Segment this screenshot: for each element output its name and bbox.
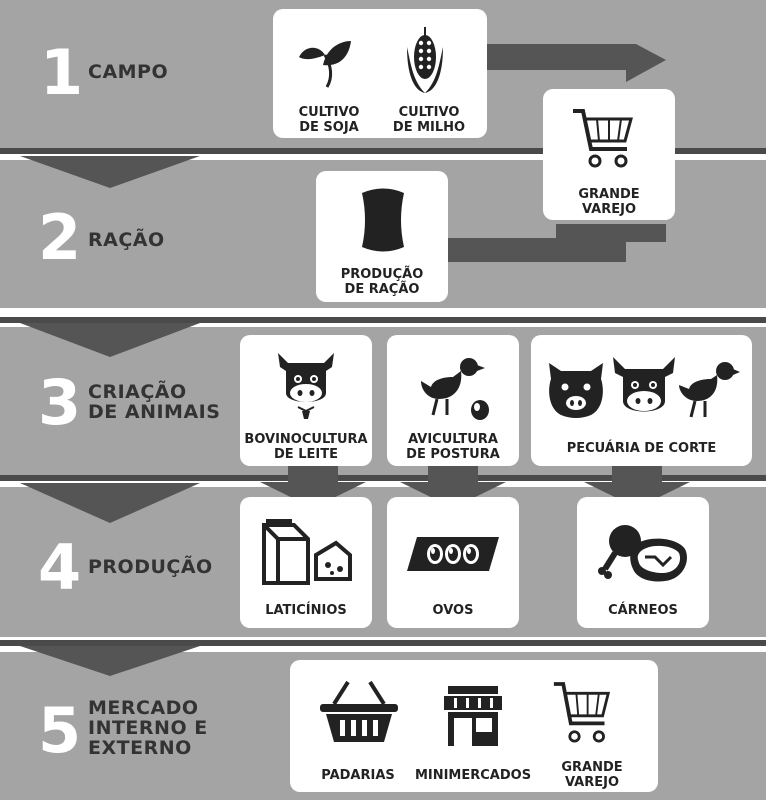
stage-label: CAMPO <box>88 62 168 82</box>
leaf-icon <box>299 41 351 88</box>
stage-label-line: CRIAÇÃO <box>88 381 187 403</box>
stage-label: PRODUÇÃO <box>88 557 213 577</box>
flow-chevron <box>20 156 200 188</box>
flow-chevron <box>20 483 200 523</box>
down-arrow <box>260 464 366 508</box>
egg-icon <box>471 400 489 420</box>
item-caption: LATICÍNIOS <box>244 603 368 618</box>
caption-line: MINIMERCADOS <box>414 768 532 783</box>
flow-chevron <box>20 323 200 357</box>
down-arrow <box>584 464 690 508</box>
caption-line: DE RAÇÃO <box>344 282 420 297</box>
corn-icon <box>407 27 443 93</box>
caption-line: CÁRNEOS <box>608 603 678 618</box>
arrow-to-retail <box>446 224 666 262</box>
stage-number: 3 <box>38 366 82 439</box>
card-ovos: OVOS <box>387 497 519 628</box>
caption-line: PADARIAS <box>321 768 395 783</box>
store-icon <box>444 686 502 746</box>
card-carneos: CÁRNEOS <box>577 497 709 628</box>
egg-tray-icon <box>407 537 499 571</box>
separator <box>0 317 766 323</box>
stage-label-line: DE ANIMAIS <box>88 401 221 423</box>
item-caption: PADARIAS <box>308 768 408 783</box>
stage-number: 2 <box>38 201 82 274</box>
caption-line: AVICULTURA <box>408 432 498 447</box>
caption-line: OVOS <box>432 603 474 618</box>
pig-icon <box>549 363 603 418</box>
item-caption: MINIMERCADOS <box>412 768 534 783</box>
separator <box>0 148 766 154</box>
item-caption: PECUÁRIA DE CORTE <box>535 441 748 456</box>
caption-line: DE LEITE <box>274 447 338 462</box>
cow-icon <box>613 357 675 412</box>
hen-icon <box>421 358 485 416</box>
chicken-icon <box>679 362 740 418</box>
caption-line: CULTIVO <box>298 105 360 120</box>
stage-label-line: CAMPO <box>88 61 169 83</box>
milk-carton-icon <box>262 519 310 585</box>
cart-icon <box>573 109 633 168</box>
separator <box>0 640 766 646</box>
stage-label-line: MERCADO <box>88 697 199 719</box>
flow-chevron <box>20 646 200 676</box>
caption-line: GRANDE <box>578 187 640 202</box>
caption-line: DE MILHO <box>392 120 466 135</box>
caption-line: GRANDE <box>561 760 623 775</box>
steak-icon <box>630 538 687 582</box>
stage-number: 1 <box>40 36 84 109</box>
stage-label-line: PRODUÇÃO <box>88 556 213 578</box>
stage-label: RAÇÃO <box>88 230 165 250</box>
arrow-to-retail <box>486 44 666 82</box>
basket-icon <box>320 680 398 742</box>
caption-line: PRODUÇÃO <box>340 267 424 282</box>
card-pecuaria: PECUÁRIA DE CORTE <box>531 335 752 466</box>
stage-label-line: EXTERNO <box>88 737 192 759</box>
stage-label-line: INTERNO E <box>88 717 208 739</box>
down-arrow <box>400 464 506 508</box>
caption-line: LATICÍNIOS <box>265 603 347 618</box>
caption-line: VAREJO <box>564 775 620 790</box>
caption-line: BOVINOCULTURA <box>244 432 368 447</box>
card-laticinios: LATICÍNIOS <box>240 497 372 628</box>
cart-icon <box>553 682 611 743</box>
cow-icon <box>278 353 334 419</box>
item-caption: CÁRNEOS <box>581 603 705 618</box>
caption-line: DE POSTURA <box>406 447 500 462</box>
stage-label-line: RAÇÃO <box>88 229 165 251</box>
cheese-icon <box>314 540 352 581</box>
stage-number: 5 <box>38 694 82 767</box>
feed-bag-icon <box>362 188 404 252</box>
separator <box>0 475 766 481</box>
caption-line: PECUÁRIA DE CORTE <box>566 441 717 456</box>
item-caption: OVOS <box>391 603 515 618</box>
caption-line: VAREJO <box>581 202 637 217</box>
stage-number: 4 <box>38 531 82 604</box>
caption-line: DE SOJA <box>299 120 359 135</box>
caption-line: CULTIVO <box>398 105 460 120</box>
